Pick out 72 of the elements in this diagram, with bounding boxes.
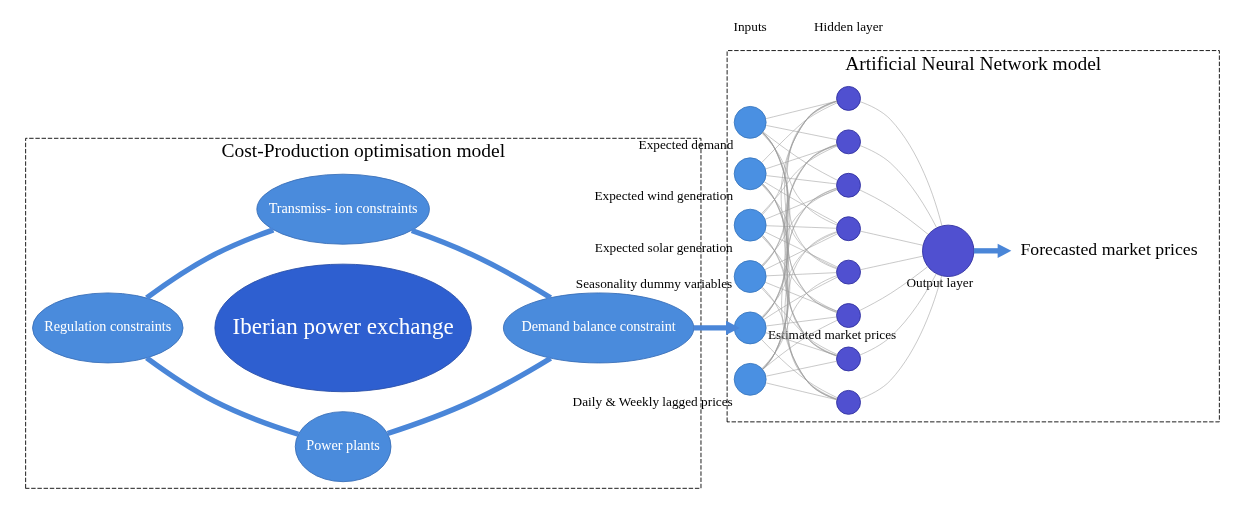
label: Inputs bbox=[733, 18, 767, 34]
node-circle bbox=[733, 260, 767, 293]
node-circle bbox=[733, 208, 767, 242]
connector bbox=[765, 225, 837, 229]
node-label: Output layer bbox=[906, 275, 974, 291]
connector bbox=[765, 316, 837, 327]
node-circle bbox=[733, 311, 767, 345]
connector bbox=[859, 101, 943, 227]
connector bbox=[859, 275, 942, 400]
node-label: Seasonality dummy variables bbox=[575, 276, 733, 292]
node-label: Estimated market prices bbox=[767, 327, 897, 343]
connector bbox=[762, 101, 838, 215]
connector bbox=[762, 235, 838, 400]
connector bbox=[859, 145, 937, 228]
connector bbox=[765, 272, 837, 277]
connector bbox=[763, 181, 838, 224]
node-circle bbox=[836, 259, 861, 285]
connector bbox=[145, 355, 300, 437]
connector bbox=[761, 132, 838, 226]
node-circle bbox=[836, 216, 861, 242]
node-ellipse: Power plants bbox=[294, 411, 392, 483]
connector bbox=[761, 145, 838, 214]
node-circle bbox=[733, 105, 767, 139]
node-ellipse: Transmiss- ion constraints bbox=[256, 173, 430, 245]
connector bbox=[762, 100, 838, 267]
arrow bbox=[973, 243, 1012, 259]
connector bbox=[762, 286, 838, 400]
node-circle bbox=[836, 346, 861, 372]
connector bbox=[761, 102, 838, 163]
node-circle bbox=[836, 303, 861, 328]
connector bbox=[859, 189, 929, 235]
node-ellipse: Demand balance constraint bbox=[502, 292, 695, 364]
connector bbox=[765, 282, 838, 312]
connector bbox=[860, 255, 924, 270]
connector bbox=[765, 100, 837, 119]
node-circle bbox=[922, 224, 975, 277]
node-circle bbox=[836, 86, 861, 111]
connector bbox=[860, 230, 924, 246]
connector bbox=[145, 227, 275, 301]
connector bbox=[762, 131, 838, 181]
connector bbox=[762, 320, 838, 370]
node-circle bbox=[836, 389, 861, 415]
node-label: Expected demand bbox=[638, 136, 734, 152]
connector bbox=[762, 100, 837, 370]
connector bbox=[765, 361, 837, 377]
connector bbox=[765, 189, 838, 220]
connector bbox=[410, 228, 552, 300]
connector bbox=[761, 287, 838, 355]
connector bbox=[762, 183, 837, 400]
connector bbox=[859, 266, 928, 311]
connector bbox=[762, 100, 837, 319]
connector bbox=[859, 273, 937, 356]
node-circle bbox=[836, 172, 861, 198]
node-label: Daily & Weekly lagged prices bbox=[572, 393, 733, 409]
arrow bbox=[693, 320, 740, 336]
connector bbox=[761, 339, 838, 399]
node-circle bbox=[836, 129, 861, 155]
label: Hidden layer bbox=[814, 18, 884, 34]
node-text: Forecasted market prices bbox=[1020, 239, 1198, 260]
node-ellipse: Iberian power exchange bbox=[214, 263, 472, 393]
connector bbox=[765, 382, 838, 401]
connector bbox=[765, 175, 837, 185]
connector bbox=[761, 275, 837, 369]
node-circle bbox=[733, 157, 767, 191]
node-label: Expected wind generation bbox=[594, 188, 734, 204]
node-circle bbox=[733, 362, 767, 396]
node-label: Expected solar generation bbox=[594, 239, 733, 255]
node-ellipse: Regulation constraints bbox=[32, 292, 184, 364]
connector bbox=[386, 355, 552, 436]
connector bbox=[765, 125, 837, 140]
connector bbox=[763, 276, 838, 320]
connector bbox=[762, 132, 837, 400]
